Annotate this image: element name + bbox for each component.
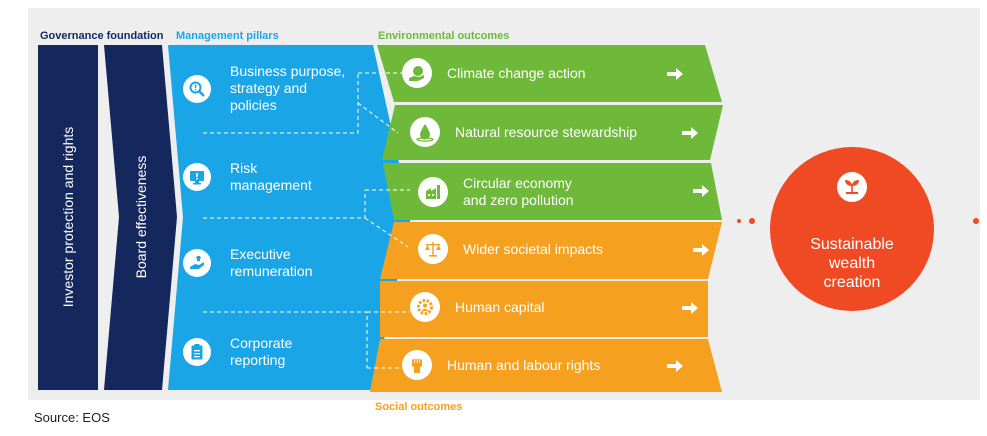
globe-hand-icon [402, 58, 432, 88]
pillar-risk-management: Risk management [183, 160, 312, 194]
connector-dot [973, 218, 979, 224]
outcome-human-capital-label: Human capital [455, 298, 545, 315]
arrow-right-icon [693, 185, 709, 197]
outcome-human-labour-rights: Human and labour rights [402, 350, 600, 380]
pillar-executive-remuneration: Executive remuneration [183, 246, 313, 280]
social-band-1 [380, 222, 722, 279]
connector-dot [749, 218, 755, 224]
outcome-circular-economy-label: Circular economy and zero pollution [463, 175, 574, 208]
environmental-band-1 [377, 45, 722, 102]
investor-protection-label: Investor protection and rights [60, 126, 76, 308]
arrow-right-icon [667, 360, 683, 372]
outcome-human-capital: Human capital [410, 292, 545, 322]
factory-icon [418, 177, 448, 207]
investor-protection-column [38, 45, 98, 390]
environmental-outcomes-header: Environmental outcomes [378, 30, 510, 42]
pillar-corporate-reporting: Corporate reporting [183, 335, 292, 369]
pillar-business-purpose: Business purpose, strategy and policies [183, 63, 345, 114]
outcome-human-labour-rights-label: Human and labour rights [447, 356, 601, 373]
outcome-climate-change: Climate change action [402, 58, 586, 88]
arrow-right-icon [682, 302, 698, 314]
seedling-icon [837, 172, 867, 202]
hand-coin-icon [183, 249, 211, 277]
source-note: Source: EOS [34, 410, 110, 425]
outcome-wider-societal-label: Wider societal impacts [463, 240, 604, 257]
sustainable-wealth-circle: Sustainable wealth creation [770, 147, 934, 311]
management-pillars-header: Management pillars [176, 30, 279, 42]
connector-lines [203, 72, 410, 369]
board-effectiveness-label: Board effectiveness [133, 155, 149, 279]
pillar-executive-remuneration-label: Executive remuneration [230, 246, 313, 279]
outcome-natural-resource-label: Natural resource stewardship [455, 123, 638, 140]
social-band-2 [380, 281, 708, 337]
outcome-circular-economy: Circular economy and zero pollution [418, 175, 574, 209]
arrow-right-icon [693, 244, 709, 256]
outcome-climate-change-label: Climate change action [447, 64, 586, 81]
pillar-risk-management-label: Risk management [230, 160, 312, 193]
social-band-3 [370, 339, 722, 392]
arrow-right-icon [682, 127, 698, 139]
board-effectiveness-column [104, 45, 177, 390]
pillar-corporate-reporting-label: Corporate reporting [230, 335, 293, 368]
monitor-icon [183, 163, 211, 191]
gear-person-icon [410, 292, 440, 322]
water-drop-icon [410, 117, 440, 147]
connector-dot [737, 219, 741, 223]
magnifier-icon [183, 74, 211, 103]
governance-foundation-header: Governance foundation [40, 30, 164, 42]
clipboard-icon [183, 338, 211, 366]
raised-fist-icon [402, 350, 432, 380]
sustainable-wealth-outer-ring: Sustainable wealth creation [762, 139, 942, 319]
environmental-band-2 [382, 105, 723, 160]
outcome-natural-resource: Natural resource stewardship [410, 117, 637, 147]
pillar-business-purpose-label: Business purpose, strategy and policies [230, 63, 346, 113]
social-outcomes-header: Social outcomes [375, 401, 463, 413]
sustainable-wealth-label: Sustainable wealth creation [810, 236, 894, 291]
arrow-right-icon [667, 68, 683, 80]
outcome-wider-societal: Wider societal impacts [418, 234, 603, 264]
scales-icon [418, 234, 448, 264]
environmental-band-3 [383, 163, 722, 220]
